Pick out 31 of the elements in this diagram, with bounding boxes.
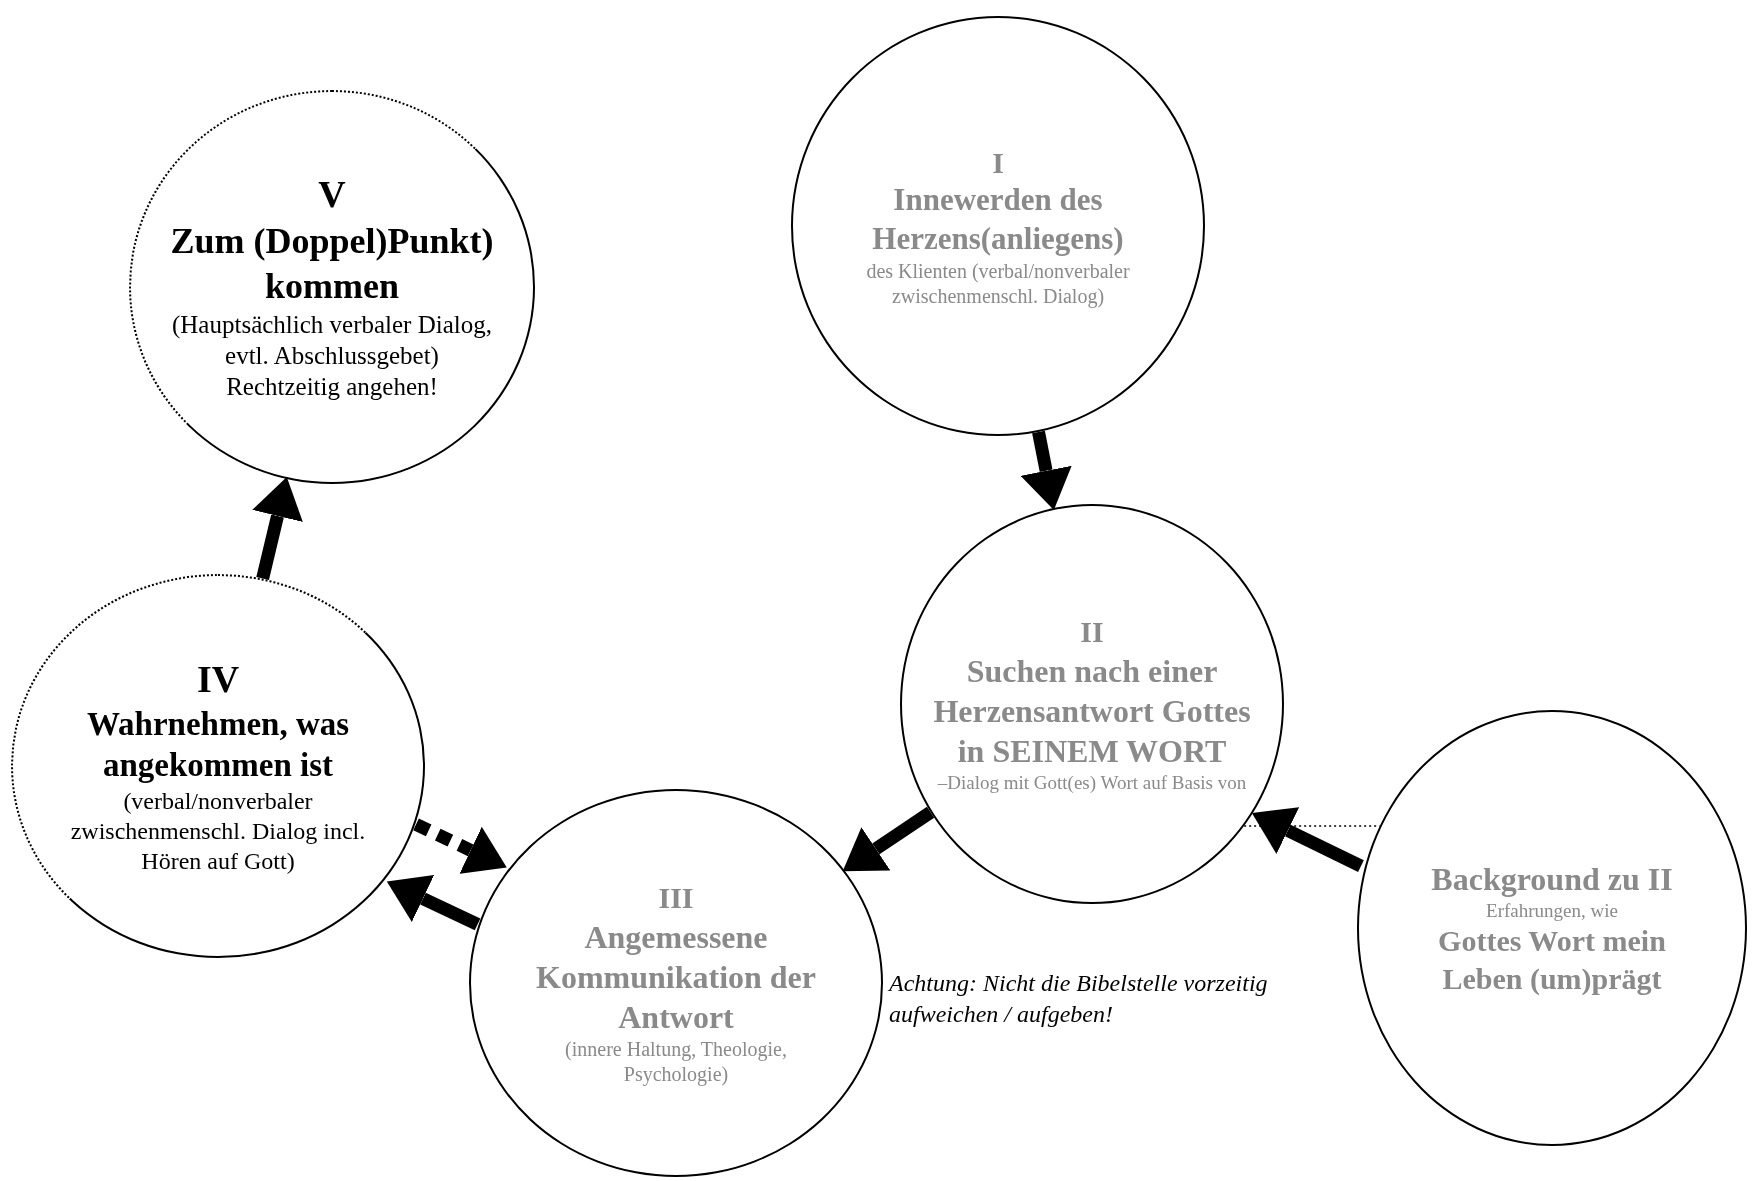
stage-number: II (1080, 614, 1104, 651)
stage-note: Rechtzeitig angehen! (226, 372, 438, 403)
arrow (386, 875, 481, 931)
stage-number: III (658, 880, 694, 917)
arrow (252, 477, 303, 581)
stage-circle (129, 90, 535, 484)
stage-title: Zum (Doppel)Punkt) kommen (169, 219, 495, 308)
stage-number: IV (196, 657, 240, 702)
stage-description: Wahrnehmen, was angekommen ist (verbal/nonverbaler zwischenmenschl. Dialog incl. Hören auf Gott) (69, 704, 367, 876)
stage-circle (791, 16, 1205, 436)
warning-note: Achtung: Nicht die Bibelstelle vorzeitig aufweichen / aufgeben! (889, 969, 1269, 1030)
stage-title: Background zu II (1431, 859, 1673, 899)
stage-title: Gottes Wort mein Leben (um)prägt (1437, 923, 1667, 997)
arrow (842, 806, 935, 872)
stage-title: Innewerden des Herzens(anliegens) (871, 181, 1125, 258)
arrow (1251, 807, 1364, 872)
stage-description: Erfahrungen, wie (1486, 898, 1618, 923)
stage-title: Angemessene Kommunikation der Antwort (535, 917, 817, 1037)
stage-circle (469, 789, 883, 1177)
stage-circle (11, 574, 425, 958)
stage-description: (Hauptsächlich verbaler Dialog, evtl. Abschlussgebet) (171, 309, 493, 372)
stage-number: I (992, 144, 1004, 181)
stage-description: des Klienten (verbal/nonverbaler zwischenmenschl. Dialog) (865, 258, 1131, 309)
arrow (413, 818, 507, 874)
stage-title: Suchen nach einer Herzensantwort Gottes in SEINEM WORT (932, 651, 1252, 771)
stage-circle (1357, 710, 1747, 1146)
stage-description: –Dialog mit Gott(es) Wort auf Basis von (937, 770, 1247, 795)
arrow (1020, 430, 1072, 511)
stage-number: V (318, 172, 346, 218)
stage-description: (innere Haltung, Theologie, Psychologie) (564, 1036, 788, 1087)
stage-circle (900, 504, 1284, 904)
